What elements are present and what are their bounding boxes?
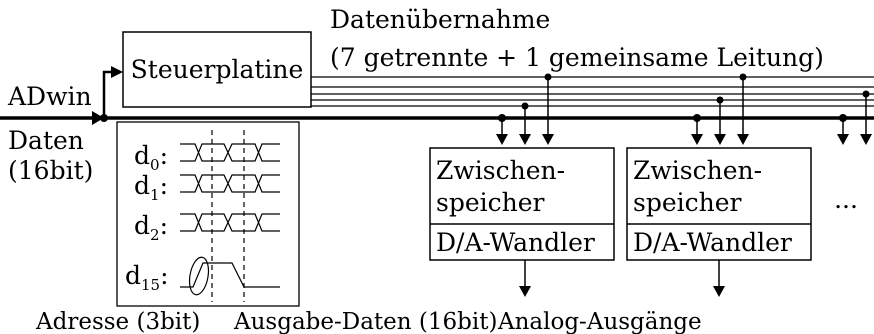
timing-label-d15: d15: (125, 261, 169, 294)
control-branch-line (102, 70, 112, 118)
analog-ausgaenge-caption: Analog-Ausgänge (497, 309, 702, 334)
timing-ellipse-marker (188, 256, 210, 296)
timing-waveform-d1 (180, 174, 280, 193)
leitung-label: (7 getrennte + 1 gemeinsame Leitung) (330, 43, 824, 72)
control-arrow-icon (111, 66, 123, 78)
datenuebernahme-label: Datenübernahme (330, 5, 550, 34)
timing-waveform-d15 (180, 262, 280, 288)
register-dac-block-1: Zwischen- speicher D/A-Wandler (429, 147, 615, 261)
bit16-label: (16bit) (8, 156, 93, 185)
steuerplatine-label: Steuerplatine (131, 55, 304, 84)
steuerplatine-box (122, 31, 312, 108)
dawandler-label-2: D/A-Wandler (633, 228, 792, 257)
register-dac-block-2: Zwischen- speicher D/A-Wandler (626, 147, 812, 261)
timing-label-d0: d0: (134, 141, 168, 174)
adwin-label: ADwin (7, 82, 92, 111)
dawandler-label-1: D/A-Wandler (436, 228, 595, 257)
analog-output-arrow-icon-2 (713, 286, 725, 297)
bus-input-arrow-icon (92, 111, 104, 125)
timing-label-d2: d2: (134, 211, 168, 244)
timing-waveform-d2 (180, 213, 280, 232)
timing-waveform-d0 (180, 143, 280, 162)
control-lines (311, 76, 874, 107)
register-taps-2 (691, 73, 749, 145)
daten-label: Daten (8, 126, 84, 155)
ausgabe-daten-caption: Ausgabe-Daten (16bit) (233, 309, 497, 334)
zwischenspeicher-label-1a: Zwischen- (436, 156, 565, 185)
register-taps-1 (496, 73, 554, 145)
register-taps-3 (837, 90, 872, 145)
zwischenspeicher-label-2a: Zwischen- (633, 156, 762, 185)
zwischenspeicher-label-1b: speicher (436, 188, 545, 217)
ellipsis: ... (834, 185, 858, 214)
analog-output-arrow-icon-1 (519, 286, 531, 297)
zwischenspeicher-label-2b: speicher (633, 188, 742, 217)
adresse-caption: Adresse (3bit) (35, 309, 200, 334)
timing-label-d1: d1: (134, 171, 168, 204)
